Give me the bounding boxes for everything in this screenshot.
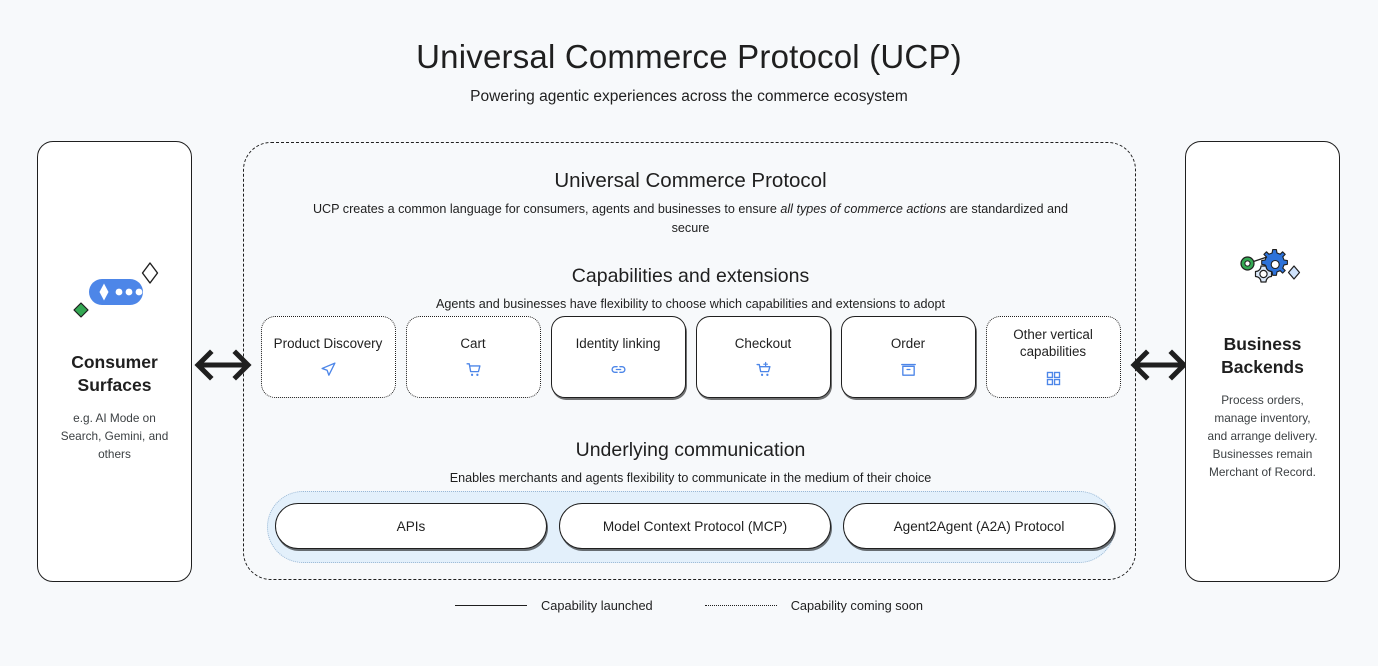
capability-card-label: Other vertical capabilities [1013, 327, 1093, 359]
protocol-section: Universal Commerce Protocol UCP creates … [244, 169, 1137, 238]
protocol-description-part2: are standardized and secure [671, 202, 1069, 235]
capability-card-order[interactable]: Order [840, 316, 976, 398]
communication-title: Underlying communication [575, 439, 806, 461]
protocol-description: UCP creates a common language for consum… [244, 200, 1137, 238]
cart-checkout-icon [755, 362, 771, 377]
package-box-icon [900, 364, 916, 377]
capability-card-label: Order [890, 335, 926, 351]
double-arrow-icon-left [194, 349, 252, 381]
legend-item-launched: Capability launched [454, 598, 653, 613]
legend: Capability launched Capability coming so… [0, 598, 1378, 613]
capability-card-other-vertical[interactable]: Other vertical capabilities [985, 316, 1121, 398]
legend-label: Capability launched [540, 598, 653, 613]
capability-card-label: Checkout [734, 335, 792, 351]
business-backends-description: Process orders, manage inventory, and ar… [1207, 393, 1318, 479]
send-arrow-icon [320, 362, 336, 377]
ucp-main-panel: Universal Commerce Protocol UCP creates … [243, 142, 1136, 580]
communication-pill-list: APIs Model Context Protocol (MCP) Agent2… [275, 503, 1115, 549]
capabilities-description: Agents and businesses have flexibility t… [436, 297, 945, 311]
gears-settings-icon [1239, 249, 1300, 283]
business-backends-title: Business Backends [1221, 334, 1304, 377]
capabilities-title: Capabilities and extensions [571, 265, 810, 287]
capability-card-identity-linking[interactable]: Identity linking [550, 316, 686, 398]
consumer-surfaces-title: Consumer Surfaces [71, 352, 158, 395]
link-chain-icon [611, 366, 625, 374]
page-header: Universal Commerce Protocol (UCP) Poweri… [0, 38, 1378, 106]
double-arrow-icon-right [1130, 349, 1188, 381]
communication-section: Underlying communication Enables merchan… [244, 439, 1137, 488]
ai-chat-sparkle-icon [72, 262, 158, 318]
business-backends-panel: Business Backends Process orders, manage… [1185, 141, 1340, 582]
shopping-cart-icon [465, 363, 481, 377]
protocol-description-italic: all types of commerce actions [780, 202, 947, 216]
consumer-surfaces-panel: Consumer Surfaces e.g. AI Mode on Search… [37, 141, 192, 582]
communication-pill-apis[interactable]: APIs [275, 503, 547, 549]
communication-pill-mcp[interactable]: Model Context Protocol (MCP) [559, 503, 831, 549]
capability-card-product-discovery[interactable]: Product Discovery [260, 316, 396, 398]
page-title: Universal Commerce Protocol (UCP) [416, 38, 962, 75]
communication-pill-a2a[interactable]: Agent2Agent (A2A) Protocol [843, 503, 1115, 549]
capability-card-list: Product Discovery Cart Identity linking [244, 316, 1137, 398]
legend-item-coming-soon: Capability coming soon [704, 598, 923, 613]
capability-card-checkout[interactable]: Checkout [695, 316, 831, 398]
protocol-title: Universal Commerce Protocol [554, 169, 827, 192]
capabilities-section: Capabilities and extensions Agents and b… [244, 265, 1137, 314]
legend-solid-line-icon [454, 605, 527, 606]
capability-card-label: Cart [460, 335, 486, 351]
capability-card-label: Identity linking [575, 335, 661, 351]
legend-dotted-line-icon [704, 605, 777, 606]
protocol-description-part1: UCP creates a common language for consum… [312, 202, 781, 216]
capability-card-label: Product Discovery [273, 335, 383, 351]
grid-apps-icon [1046, 371, 1060, 385]
legend-label: Capability coming soon [790, 598, 923, 613]
capability-card-cart[interactable]: Cart [405, 316, 541, 398]
communication-description: Enables merchants and agents flexibility… [449, 471, 932, 485]
page-subtitle: Powering agentic experiences across the … [470, 88, 908, 105]
consumer-surfaces-description: e.g. AI Mode on Search, Gemini, and othe… [60, 411, 169, 461]
